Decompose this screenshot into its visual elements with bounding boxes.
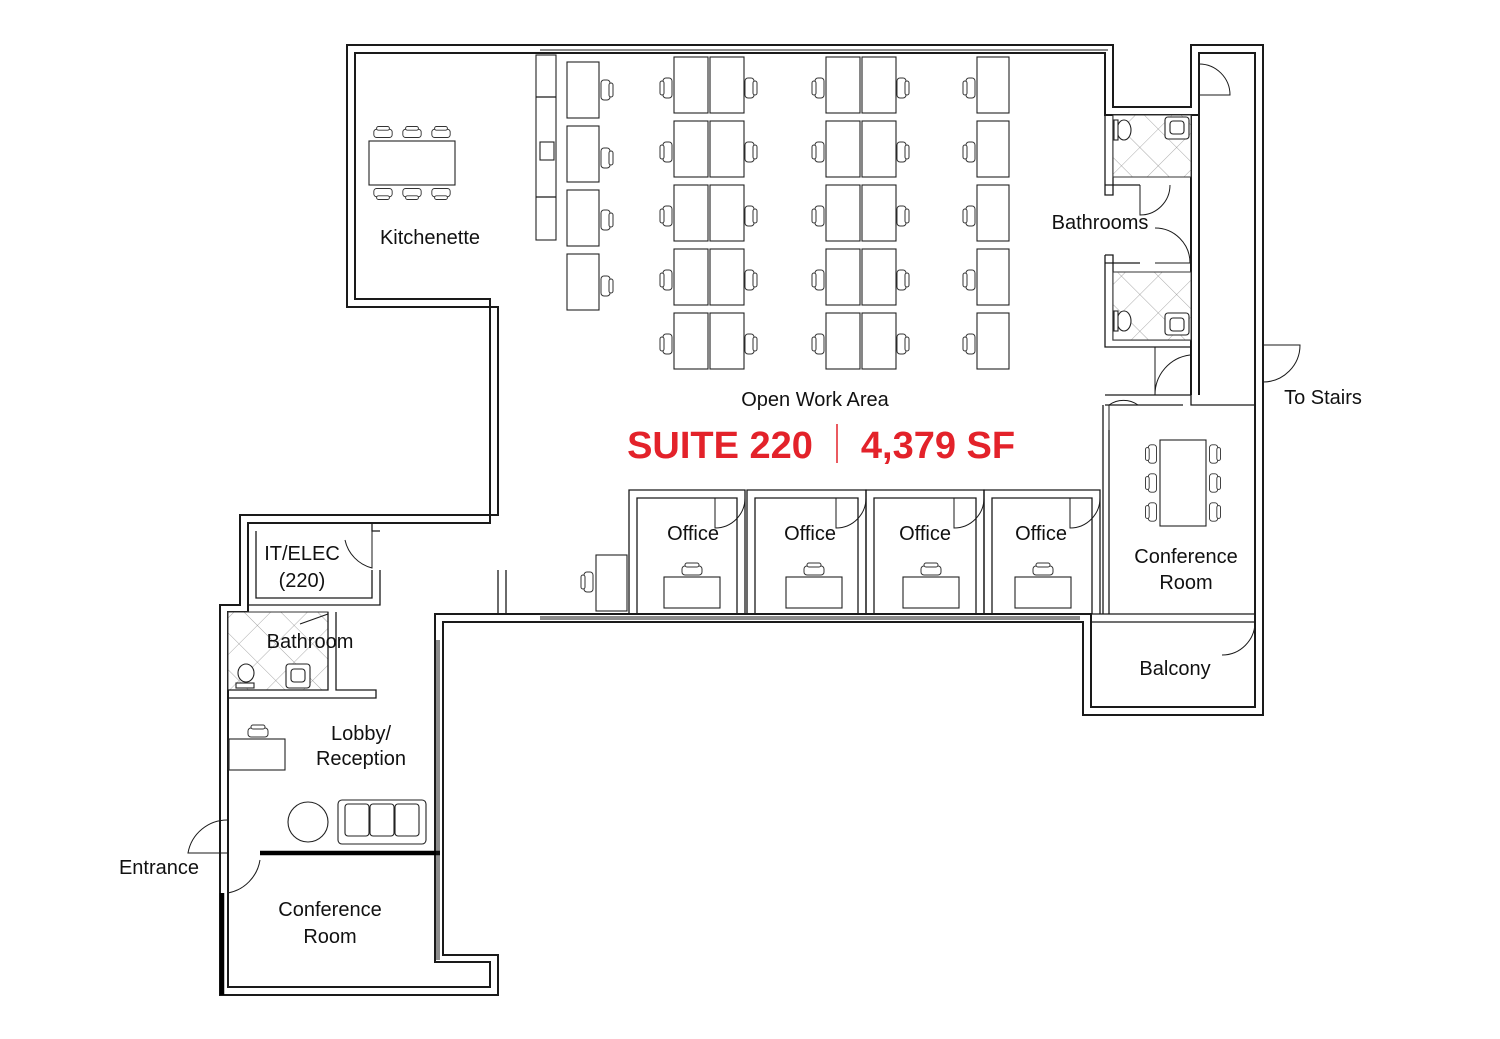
suite-title: SUITE 220 4,379 SF xyxy=(627,424,1015,467)
label-conference-room-east-1: Conference xyxy=(1134,546,1237,568)
suite-area: 4,379 SF xyxy=(861,425,1015,467)
kitchenette-table xyxy=(368,126,456,200)
label-conference-room-west-1: Conference xyxy=(278,899,381,921)
label-lobby-1: Lobby/ xyxy=(331,723,391,745)
conference-table-east xyxy=(1145,439,1221,527)
label-entrance: Entrance xyxy=(119,857,199,879)
label-office-4: Office xyxy=(1015,523,1067,545)
label-office-1: Office xyxy=(667,523,719,545)
toilet-icon xyxy=(235,119,1132,689)
label-it-elec-1: IT/ELEC xyxy=(264,543,340,565)
label-kitchenette: Kitchenette xyxy=(380,227,480,249)
label-conference-room-west-2: Room xyxy=(303,926,356,948)
label-lobby-2: Reception xyxy=(316,748,406,770)
room-labels: Kitchenette Open Work Area Bathrooms To … xyxy=(119,212,1362,948)
label-balcony: Balcony xyxy=(1139,658,1210,680)
windows xyxy=(436,49,1108,960)
sink-icon xyxy=(285,116,1190,689)
sofa-icon xyxy=(337,799,427,845)
open-work-desks xyxy=(566,56,1010,612)
label-office-3: Office xyxy=(899,523,951,545)
label-to-stairs: To Stairs xyxy=(1284,387,1362,409)
lobby-furniture xyxy=(228,724,427,845)
label-office-2: Office xyxy=(784,523,836,545)
label-bathroom: Bathroom xyxy=(267,631,354,653)
suite-name: SUITE 220 xyxy=(627,425,813,467)
label-open-work-area: Open Work Area xyxy=(741,389,889,411)
label-conference-room-east-2: Room xyxy=(1159,572,1212,594)
label-it-elec-2: (220) xyxy=(279,570,326,592)
label-bathrooms: Bathrooms xyxy=(1052,212,1149,234)
office-desks xyxy=(663,562,1072,609)
door-swing-icon xyxy=(187,63,1301,894)
round-table-icon xyxy=(287,801,329,843)
interior-walls xyxy=(227,54,1255,699)
